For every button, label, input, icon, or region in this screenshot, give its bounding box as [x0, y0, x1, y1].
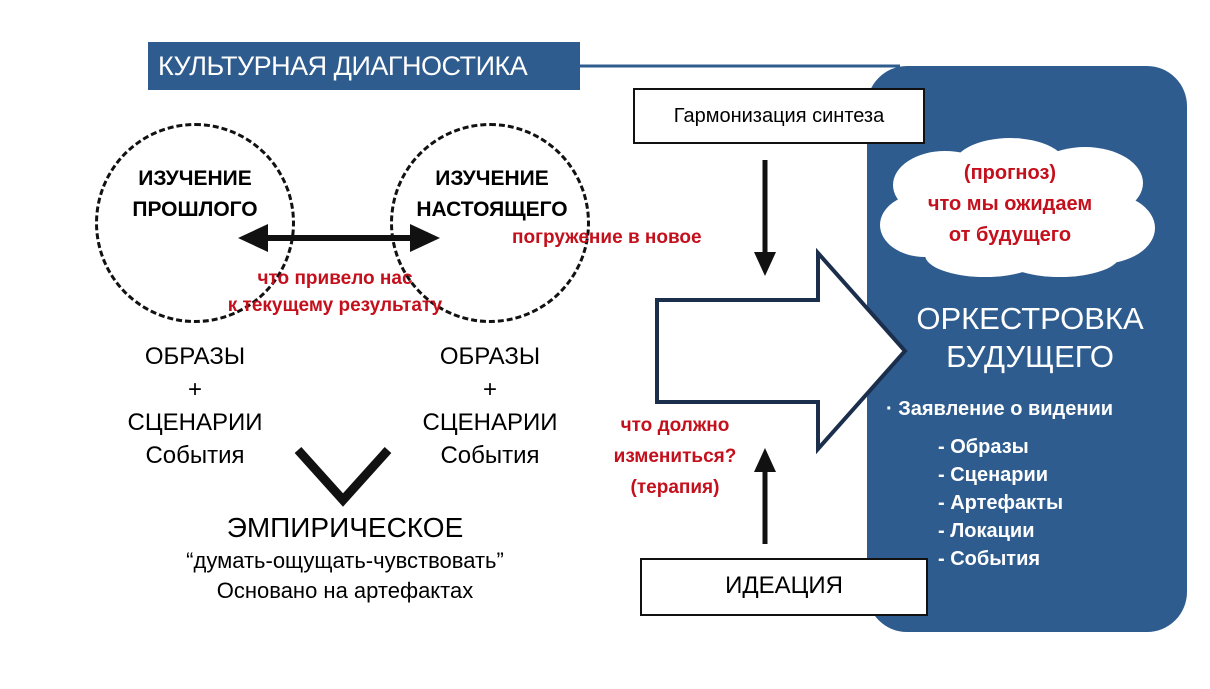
immersion-caption: погружение в новое — [512, 227, 702, 248]
past-study-circle — [95, 123, 295, 323]
cause-line2: к текущему результату — [227, 295, 443, 316]
v-merge-shape — [294, 446, 392, 507]
past-line4: События — [145, 442, 245, 469]
synthesis-down-arrow — [754, 160, 776, 276]
past-circle-line1: ИЗУЧЕНИЕ — [138, 167, 252, 190]
synthesis-box: Гармонизация синтеза — [633, 88, 925, 144]
past-line3: СЦЕНАРИИ — [127, 409, 263, 436]
future-title-line1: ОРКЕСТРОВКА — [916, 301, 1144, 336]
forecast-text: (прогноз) что мы ожидаем от будущего — [900, 158, 1120, 251]
present-line3: СЦЕНАРИИ — [422, 409, 558, 436]
empirical-title: ЭМПИРИЧЕСКОЕ — [226, 512, 464, 543]
present-circle-label: ИЗУЧЕНИЕ НАСТОЯЩЕГО — [392, 163, 592, 225]
past-line1: ОБРАЗЫ — [144, 343, 246, 370]
list-item: - Образы — [938, 436, 1029, 458]
change-line1: что должно — [620, 415, 730, 436]
list-item: - Локации — [938, 520, 1035, 542]
present-circle-line1: ИЗУЧЕНИЕ — [435, 167, 549, 190]
forecast-cloud — [880, 138, 1155, 277]
empirical-block: ЭМПИРИЧЕСКОЕ “думать-ощущать-чувствовать… — [140, 510, 550, 606]
ideation-box: ИДЕАЦИЯ — [640, 558, 928, 616]
past-circle-line2: ПРОШЛОГО — [132, 198, 258, 221]
empirical-subtitle: “думать-ощущать-чувствовать” — [186, 548, 504, 573]
ideation-up-arrow — [754, 448, 776, 544]
change-line2: измениться? — [613, 446, 737, 467]
future-title-line2: БУДУЩЕГО — [946, 339, 1114, 374]
past-elements: ОБРАЗЫ + СЦЕНАРИИ События — [95, 340, 295, 472]
forecast-line3: от будущего — [948, 224, 1072, 246]
cause-line1: что привело нас — [257, 268, 413, 289]
future-title: ОРКЕСТРОВКА БУДУЩЕГО — [890, 300, 1170, 376]
page-title: КУЛЬТУРНАЯ ДИАГНОСТИКА — [148, 42, 580, 90]
list-item: - Артефакты — [938, 492, 1064, 514]
past-circle-label: ИЗУЧЕНИЕ ПРОШЛОГО — [95, 163, 295, 225]
list-item: - Сценарии — [938, 464, 1049, 486]
present-study-circle — [390, 123, 590, 323]
present-circle-line2: НАСТОЯЩЕГО — [416, 198, 568, 221]
change-caption: что должно измениться? (терапия) — [590, 410, 760, 503]
big-transition-arrow — [655, 247, 908, 455]
present-elements: ОБРАЗЫ + СЦЕНАРИИ События — [390, 340, 590, 472]
list-item: - События — [938, 548, 1041, 570]
cause-caption: что привело нас к текущему результату — [180, 265, 490, 319]
vision-statement: · Заявление о видении — [886, 398, 1114, 420]
present-line2: + — [482, 376, 497, 403]
change-line3: (терапия) — [630, 477, 720, 498]
past-line2: + — [187, 376, 202, 403]
vision-components-list: - Образы - Сценарии - Артефакты - Локаци… — [938, 433, 1063, 573]
present-line4: События — [440, 442, 540, 469]
present-line1: ОБРАЗЫ — [439, 343, 541, 370]
forecast-line2: что мы ожидаем — [927, 193, 1093, 215]
forecast-line1: (прогноз) — [963, 162, 1057, 184]
empirical-note: Основано на артефактах — [216, 578, 474, 603]
